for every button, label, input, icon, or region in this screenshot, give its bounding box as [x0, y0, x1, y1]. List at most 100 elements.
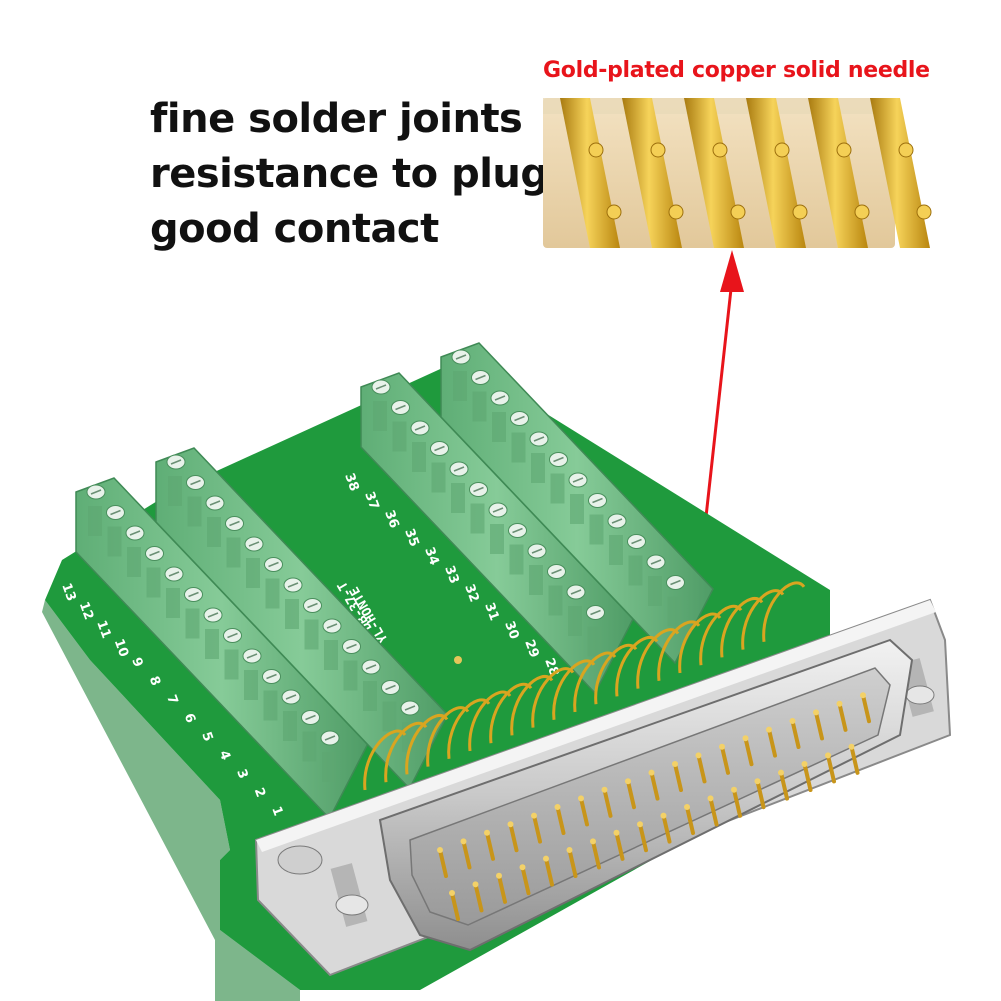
connector-gold-pin: [790, 719, 801, 749]
pcb-pin-number: 37: [361, 490, 381, 512]
closeup-needle: [560, 98, 620, 248]
pcb-pin-number: 31: [481, 601, 501, 623]
closeup-needle: [870, 98, 930, 248]
terminal-wire-slot: [570, 494, 584, 524]
connector-pin-tip: [766, 726, 772, 733]
connector-pin-tip: [848, 743, 855, 750]
connector-pin-tip: [601, 786, 608, 793]
connector-gold-pin: [602, 787, 613, 818]
gold-needle-closeup-photo: [543, 98, 932, 248]
connector-pin-tip: [566, 847, 573, 853]
terminal-wire-slot: [107, 526, 122, 557]
connector-gold-pin: [520, 865, 531, 896]
connector-gold-pin: [579, 796, 589, 827]
connector-gold-pin: [438, 848, 448, 878]
connector-pin-tip: [707, 795, 714, 802]
pcb-pin-number: 10: [111, 637, 131, 659]
connector-pin-tip: [496, 872, 502, 879]
bent-gold-pin: [762, 581, 806, 642]
pcb-pin-number: 35: [401, 527, 421, 549]
connector-pin-tip: [578, 795, 584, 802]
connector-gold-pin: [685, 805, 695, 835]
connector-pin-tip: [531, 812, 537, 819]
connector-gold-pin: [814, 710, 824, 741]
connector-gold-pin: [743, 736, 754, 767]
terminal-wire-slot: [127, 547, 141, 577]
terminal-wire-slot: [492, 412, 506, 442]
connector-pin-tip: [449, 890, 455, 896]
connector-pin-tip: [637, 821, 643, 828]
closeup-solder-joint: [730, 204, 746, 220]
connector-gold-pin: [849, 744, 860, 775]
connector-pin-tip: [695, 752, 702, 759]
closeup-solder-joint: [836, 142, 852, 158]
connector-pin-tip: [801, 761, 808, 767]
pcb-mount-dot: [454, 656, 462, 664]
terminal-wire-slot: [667, 596, 682, 627]
connector-pin-tip: [460, 838, 467, 845]
connector-pin-tip: [684, 804, 690, 810]
pcb-pin-number: 13: [58, 581, 78, 603]
terminal-wire-slot: [509, 544, 524, 575]
connector-gold-pin: [508, 822, 519, 853]
terminal-wire-slot: [244, 670, 258, 700]
terminal-wire-slot: [392, 421, 407, 452]
terminal-wire-slot: [529, 565, 543, 595]
terminal-wire-slot: [224, 649, 239, 680]
connector-gold-pin: [461, 839, 472, 870]
connector-gold-pin: [649, 770, 660, 801]
closeup-solder-joint: [774, 142, 790, 158]
closeup-solder-joint: [606, 204, 622, 220]
terminal-wire-slot: [207, 517, 221, 547]
closeup-needle: [622, 98, 682, 248]
closeup-needle: [684, 98, 744, 248]
pcb-pin-number: 38: [341, 471, 361, 493]
terminal-wire-slot: [285, 599, 299, 629]
closeup-solder-joint: [650, 142, 666, 158]
connector-gold-pin: [696, 753, 707, 784]
connector-pin-tip: [742, 735, 749, 742]
terminal-wire-slot: [187, 496, 202, 527]
connector-gold-pin: [720, 744, 730, 775]
connector-pin-tip: [507, 821, 514, 828]
terminal-wire-slot: [322, 752, 336, 782]
connector-pin-tip: [625, 778, 631, 785]
connector-gold-pin: [473, 882, 484, 913]
connector-pin-tip: [860, 692, 866, 699]
terminal-wire-slot: [511, 432, 526, 463]
pcb-pin-number: 36: [381, 508, 401, 530]
terminal-wire-slot: [431, 462, 446, 493]
connector-gold-pin: [861, 693, 871, 724]
connector-gold-pin: [614, 830, 625, 861]
terminal-wire-slot: [548, 585, 563, 616]
connector-gold-pin: [661, 813, 672, 844]
feature-line-contact: good contact: [150, 206, 439, 252]
terminal-wire-slot: [302, 731, 317, 762]
terminal-wire-slot: [531, 453, 545, 483]
feature-line-resistance: resistance to plug: [150, 151, 549, 197]
connector-pin-tip: [836, 700, 843, 707]
terminal-wire-slot: [472, 391, 487, 422]
soldered-gold-pins: [363, 581, 806, 791]
terminal-wire-slot: [88, 506, 102, 536]
terminal-wire-slot: [648, 576, 662, 606]
closeup-needle: [808, 98, 868, 248]
pcb-pin-number: 34: [421, 545, 441, 567]
gold-needle-callout-label: Gold-plated copper solid needle: [543, 58, 930, 83]
terminal-wire-slot: [412, 442, 426, 472]
connector-pin-tip: [789, 718, 796, 724]
closeup-solder-joint: [588, 142, 604, 158]
mounting-washer: [277, 845, 323, 875]
connector-gold-pin: [802, 762, 813, 792]
connector-pin-tip: [778, 769, 784, 776]
terminal-wire-slot: [453, 371, 467, 401]
connector-gold-pin: [779, 770, 789, 801]
connector-pin-tip: [648, 769, 655, 776]
connector-pin-tip: [731, 786, 737, 793]
closeup-solder-joint: [898, 142, 914, 158]
terminal-wire-slot: [166, 588, 180, 618]
connector-gold-pin: [567, 848, 578, 878]
connector-gold-pin: [497, 873, 507, 904]
connector-gold-pin: [450, 891, 460, 921]
